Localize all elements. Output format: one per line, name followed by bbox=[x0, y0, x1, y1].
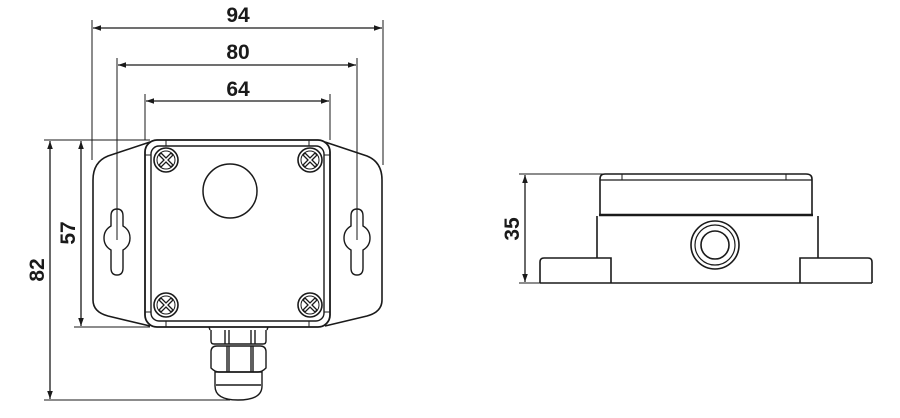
side-view: 35 bbox=[501, 173, 873, 284]
dimension-label-57: 57 bbox=[57, 221, 80, 244]
side-body bbox=[596, 216, 819, 258]
dimension-overall-height: 82 bbox=[26, 141, 53, 399]
mounting-flange-right bbox=[324, 141, 383, 327]
lid-screw-bottom-left bbox=[153, 292, 179, 318]
sensor-window bbox=[202, 163, 258, 219]
lid-edge-marks bbox=[145, 140, 330, 327]
dimension-label-64: 64 bbox=[226, 78, 250, 101]
foot-right bbox=[799, 257, 873, 283]
dimension-overall-width: 94 bbox=[93, 4, 382, 31]
dimension-height: 35 bbox=[501, 175, 528, 282]
dimension-box-width: 64 bbox=[146, 78, 329, 104]
keyhole-slot-right bbox=[343, 208, 371, 276]
mounting-flange-left bbox=[92, 141, 151, 327]
dimension-label-35: 35 bbox=[501, 217, 524, 241]
extension-lines-vertical-dims bbox=[44, 139, 230, 401]
foot-left bbox=[539, 257, 612, 283]
dimension-box-height: 57 bbox=[57, 141, 84, 326]
dimension-label-94: 94 bbox=[226, 4, 250, 27]
extension-lines-side bbox=[519, 173, 604, 284]
dimension-label-80: 80 bbox=[226, 41, 249, 64]
cable-port bbox=[690, 220, 740, 270]
side-lid bbox=[599, 173, 813, 214]
cable-gland bbox=[208, 326, 269, 401]
enclosure-lid bbox=[150, 145, 325, 322]
enclosure-body bbox=[144, 139, 331, 328]
lid-screw-bottom-right bbox=[297, 292, 323, 318]
dimension-mounting-spacing: 80 bbox=[118, 41, 356, 68]
front-view: 94 80 64 82 57 bbox=[26, 4, 384, 401]
dimension-label-82: 82 bbox=[26, 258, 49, 281]
lid-screw-top-right bbox=[297, 147, 323, 173]
lid-screw-top-left bbox=[153, 147, 179, 173]
keyhole-slot-left bbox=[103, 208, 131, 276]
